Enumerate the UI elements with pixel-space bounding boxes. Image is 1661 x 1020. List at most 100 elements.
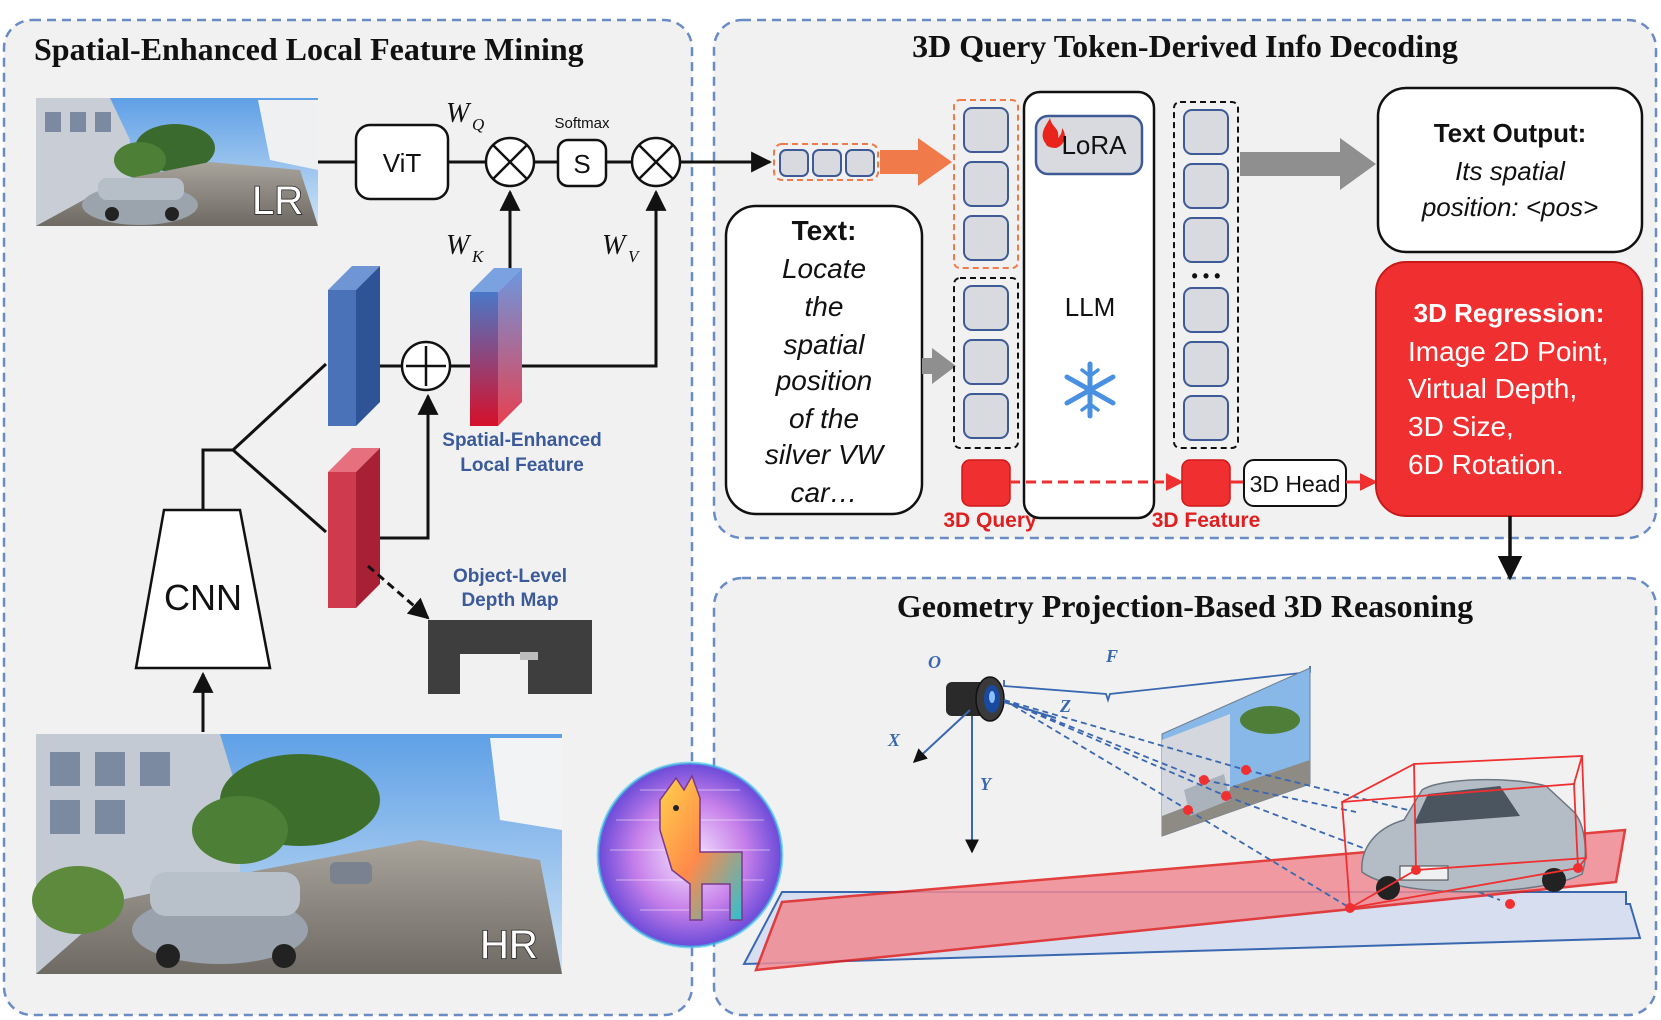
- bottom-right-panel-title: Geometry Projection-Based 3D Reasoning: [897, 588, 1473, 624]
- 3d-regression-line: Virtual Depth,: [1408, 373, 1577, 404]
- projected-point: [1241, 765, 1251, 775]
- svg-text:K: K: [471, 247, 485, 266]
- cnn-split-line: [201, 448, 233, 510]
- axis-f-label: F: [1105, 646, 1118, 666]
- text-output-title: Text Output:: [1434, 118, 1587, 148]
- svg-text:W: W: [446, 98, 472, 129]
- output-token: [1183, 163, 1229, 209]
- text-input-line: car…: [791, 477, 858, 508]
- left-panel-title: Spatial-Enhanced Local Feature Mining: [34, 31, 584, 67]
- x-axis: [912, 709, 971, 763]
- visual-token: [963, 215, 1009, 261]
- visual-token: [779, 149, 809, 177]
- svg-text:Q: Q: [472, 115, 484, 134]
- visual-token: [963, 107, 1009, 153]
- svg-text:W: W: [446, 230, 472, 261]
- visual-token-group: [773, 143, 879, 181]
- z-axis: [1003, 701, 1057, 719]
- text-output-line: position: <pos>: [1421, 192, 1598, 222]
- 3d-regression-line: 3D Size,: [1408, 411, 1514, 442]
- vit-label: ViT: [383, 148, 422, 178]
- 3d-regression-line: Image 2D Point,: [1408, 336, 1609, 367]
- orange-arrow: [880, 138, 952, 186]
- text-token-column: [953, 277, 1019, 449]
- llm-block: [1022, 90, 1156, 520]
- text-input-line: of the: [789, 403, 859, 434]
- hr-label: HR: [480, 923, 538, 967]
- llm-label: LLM: [1065, 292, 1116, 322]
- depth-map-label-2: Depth Map: [461, 590, 558, 611]
- text-token: [963, 285, 1009, 331]
- text-input-line: silver VW: [765, 439, 886, 470]
- visual-token: [812, 149, 842, 177]
- output-token: [1183, 109, 1229, 155]
- wv-label: W V: [602, 230, 641, 266]
- 3d-regression-line: 6D Rotation.: [1408, 449, 1564, 480]
- multiply-icon: [484, 136, 536, 188]
- depth-map-label-1: Object-Level: [453, 566, 567, 587]
- projected-point: [1221, 791, 1231, 801]
- 3d-feature-token: [1181, 459, 1231, 507]
- depth-map-arrow: [367, 564, 430, 620]
- red-feature-block: [328, 448, 380, 608]
- spatial-enhanced-feature-block: [470, 268, 522, 426]
- wv-arrow: [522, 189, 667, 368]
- text-input-line: the: [805, 291, 844, 322]
- axis-z-label: Z: [1059, 696, 1071, 716]
- 3d-regression-title: 3D Regression:: [1414, 298, 1605, 328]
- tokens-to-output-arrow: [1240, 138, 1376, 190]
- svg-text:W: W: [602, 230, 628, 261]
- box-corner-point: [1345, 903, 1355, 913]
- svg-text:V: V: [628, 247, 641, 266]
- text-input-title: Text:: [792, 215, 857, 246]
- output-token-column: [1173, 101, 1239, 449]
- text-output-box: [1376, 86, 1644, 254]
- snowflake-icon: [1064, 361, 1116, 419]
- text-to-tokens-arrow: [922, 348, 956, 384]
- wq-label: W Q: [446, 98, 484, 134]
- 3d-feature-label: 3D Feature: [1152, 509, 1261, 532]
- visual-token: [963, 161, 1009, 207]
- spatial-feature-label-1: Spatial-Enhanced: [442, 430, 601, 451]
- axis-x-label: X: [887, 730, 901, 750]
- box-corner-point: [1573, 863, 1583, 873]
- output-token: [1183, 287, 1229, 333]
- flame-icon: [1042, 118, 1065, 148]
- 3d-head-label: 3D Head: [1250, 471, 1341, 497]
- output-token: [1183, 217, 1229, 263]
- hr-image: HR: [32, 734, 562, 974]
- box-corner-point: [1505, 899, 1515, 909]
- visual-token: [845, 149, 875, 177]
- softmax-box-label: S: [573, 149, 590, 179]
- text-token: [963, 393, 1009, 439]
- camera-icon: [946, 676, 1005, 722]
- split-to-red: [232, 448, 327, 534]
- projected-point: [1183, 805, 1193, 815]
- spatial-feature-label-2: Local Feature: [460, 455, 584, 476]
- split-to-blue: [231, 362, 328, 452]
- top-right-panel-title: 3D Query Token-Derived Info Decoding: [912, 28, 1458, 64]
- output-token: [1183, 395, 1229, 441]
- text-input-line: position: [775, 365, 873, 396]
- text-input-line: Locate: [782, 253, 866, 284]
- wk-label: W K: [446, 230, 485, 266]
- text-token: [963, 339, 1009, 385]
- lr-label: LR: [252, 179, 303, 223]
- depth-map-image: [428, 620, 592, 694]
- 3d-query-label: 3D Query: [943, 509, 1037, 532]
- cnn-block: [134, 508, 272, 670]
- box-corner-point: [1411, 865, 1421, 875]
- add-icon: [400, 340, 452, 392]
- llama-logo-icon: [596, 761, 784, 949]
- projected-point: [1199, 775, 1209, 785]
- 3d-query-token: [961, 459, 1011, 507]
- blue-feature-block: [328, 266, 380, 426]
- text-input-body: Locate the spatial position of the silve…: [765, 253, 886, 508]
- cnn-label: CNN: [164, 577, 242, 618]
- visual-token-column: [953, 99, 1019, 269]
- axis-y-label: Y: [980, 774, 993, 794]
- ellipsis: • • •: [1192, 266, 1221, 286]
- text-output-line: Its spatial: [1455, 156, 1566, 186]
- red-to-add-arrow: [380, 393, 439, 540]
